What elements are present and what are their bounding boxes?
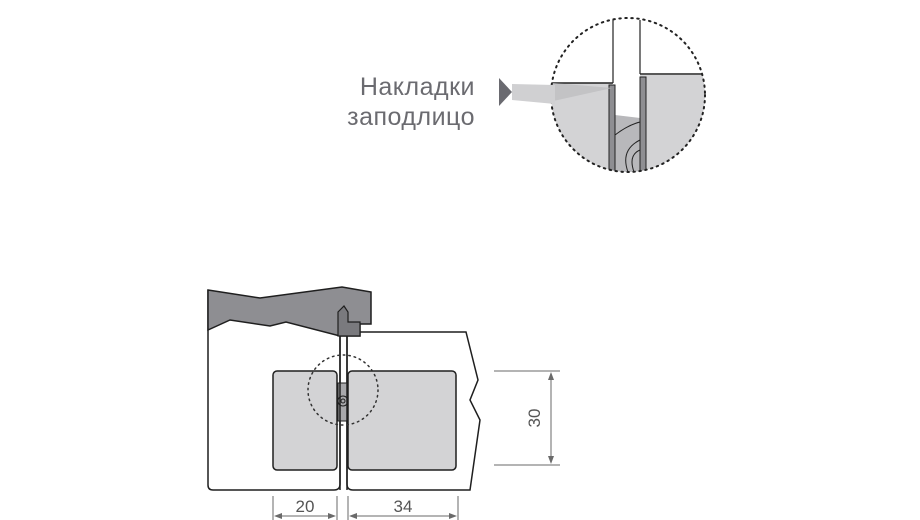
dimension-right: 34 [394,497,413,516]
callout-beam [512,84,555,104]
dimension-height: 30 [525,409,544,428]
dimension-lines [272,370,560,520]
cross-section [207,286,481,491]
callout-label: Накладки заподлицо [300,72,475,132]
magnified-detail [550,17,706,173]
dimension-left: 20 [296,497,315,516]
magnifier-circle [307,354,379,426]
callout-arrow-icon [499,78,512,106]
callout-line-1: Накладки [359,73,475,101]
callout-line-2: заподлицо [347,103,475,131]
